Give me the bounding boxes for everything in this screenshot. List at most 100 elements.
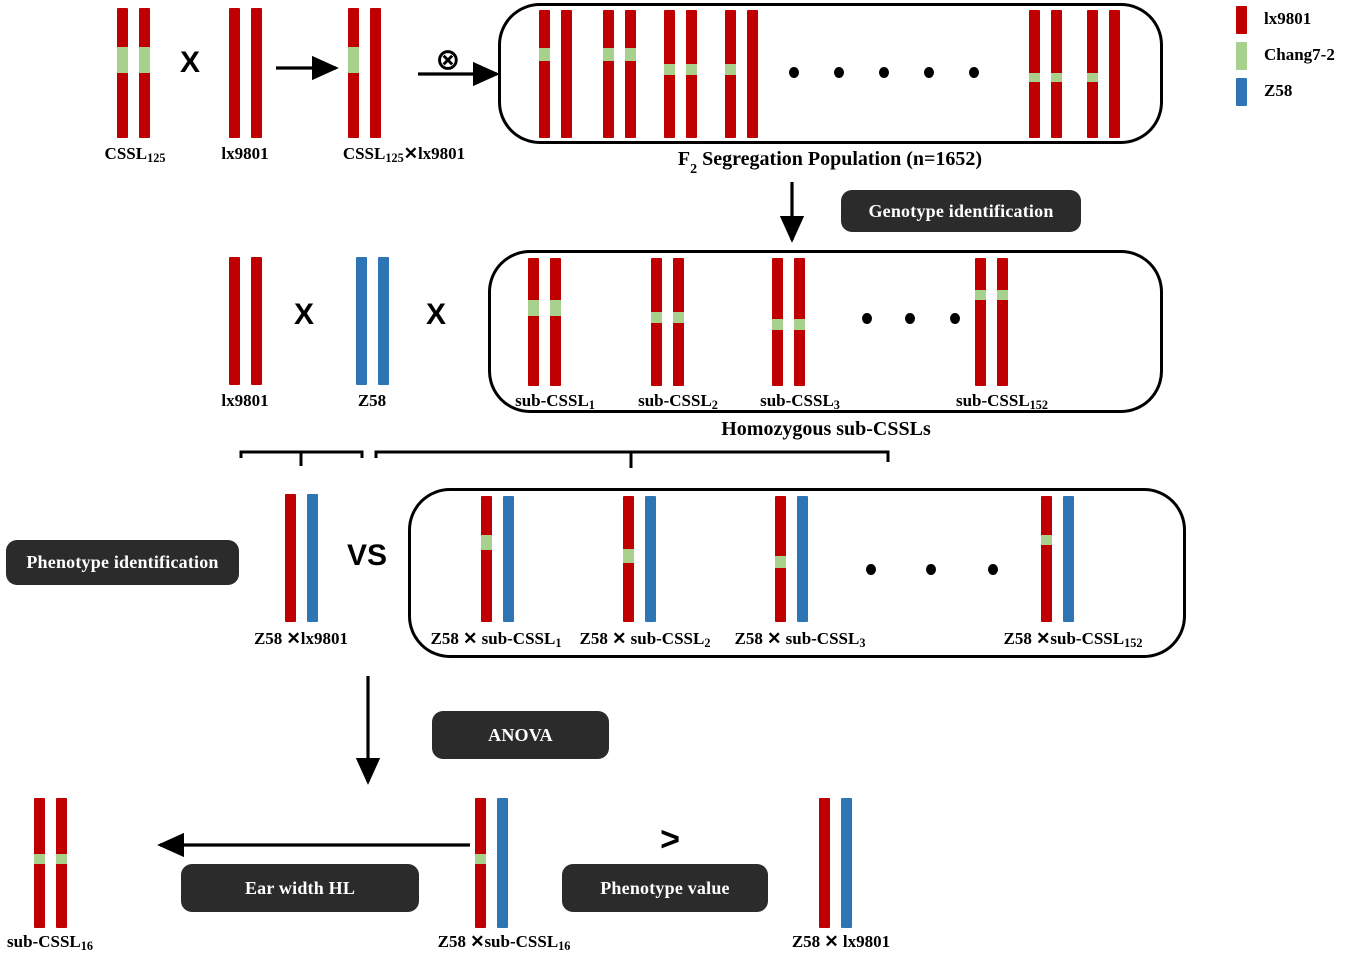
chromosome-z58-x-lx9801-row4 [818, 798, 852, 928]
f2-individual-4 [724, 10, 758, 138]
chromatid-lx9801 [996, 258, 1008, 386]
brace-hybrids [374, 450, 890, 468]
chromatid-lx9801 [624, 10, 636, 138]
label-hybrid-1: Z58 ✕ sub-CSSL1 [430, 629, 562, 650]
introgression-band-chang7-2 [793, 319, 805, 330]
introgression-band-chang7-2 [996, 290, 1008, 301]
introgression-band-chang7-2 [771, 319, 783, 330]
chromatid-z58 [355, 257, 367, 385]
chromatid-lx9801 [138, 8, 150, 138]
brace-control [239, 450, 364, 466]
chromatid-lx9801 [1108, 10, 1120, 138]
subcssl-1 [527, 258, 561, 386]
legend-label: Chang7-2 [1264, 45, 1335, 64]
chromatid-lx9801 [250, 8, 262, 138]
cross-symbol-2: X [293, 298, 315, 331]
introgression-band-chang7-2 [650, 311, 662, 324]
chromatid-lx9801 [480, 496, 492, 622]
subcssl-dot-2 [905, 313, 915, 324]
pill-label: ANOVA [488, 724, 553, 745]
pill-label: Phenotype value [600, 877, 730, 898]
chromatid-lx9801 [1086, 10, 1098, 138]
label-hybrid-4: Z58 ✕sub-CSSL152 [1003, 629, 1143, 650]
hybrid-1 [480, 496, 514, 622]
introgression-band-chang7-2 [347, 47, 359, 73]
chromatid-z58 [840, 798, 852, 928]
label-hybrid-3: Z58 ✕ sub-CSSL3 [734, 629, 866, 650]
chromatid-lx9801 [55, 798, 67, 928]
pill-label: Genotype identification [868, 200, 1054, 221]
selfing-symbol: ⊗ [435, 42, 461, 78]
label-z58-row2: Z58 [357, 391, 387, 410]
pill-genotype-identification[interactable]: Genotype identification [841, 190, 1081, 232]
f2-population-box [498, 3, 1163, 144]
chromatid-lx9801 [527, 258, 539, 386]
chromatid-lx9801 [284, 494, 296, 622]
introgression-band-chang7-2 [33, 853, 45, 865]
chromatid-z58 [502, 496, 514, 622]
f2-individual-2 [602, 10, 636, 138]
introgression-band-chang7-2 [622, 548, 634, 563]
introgression-band-chang7-2 [602, 48, 614, 62]
pill-phenotype-identification[interactable]: Phenotype identification [6, 540, 239, 585]
introgression-band-chang7-2 [1050, 72, 1062, 82]
subcssl-3 [771, 258, 805, 386]
chromosome-subcssl16 [33, 798, 67, 928]
hybrid-dot-3 [988, 564, 998, 575]
label-hybrid-2: Z58 ✕ sub-CSSL2 [579, 629, 711, 650]
introgression-band-chang7-2 [774, 556, 786, 568]
f2-individual-5 [1028, 10, 1062, 138]
hybrid-4 [1040, 496, 1074, 622]
legend-label: lx9801 [1264, 9, 1312, 28]
chromatid-lx9801 [250, 257, 262, 385]
subcssl-dot-1 [862, 313, 872, 324]
chromatid-z58 [306, 494, 318, 622]
label-z58-x-lx9801-row3: Z58 ✕lx9801 [253, 629, 349, 648]
cross-symbol-1: X [179, 46, 201, 79]
chromatid-lx9801 [793, 258, 805, 386]
label-z58-x-lx9801-row4: Z58 ✕ lx9801 [791, 932, 891, 951]
green-swatch [1236, 42, 1247, 70]
chromatid-lx9801 [771, 258, 783, 386]
f2-dot-1 [789, 67, 799, 78]
introgression-band-chang7-2 [527, 300, 539, 316]
label-subcssl-3: sub-CSSL3 [760, 391, 840, 412]
introgression-band-chang7-2 [624, 48, 636, 62]
pill-ear-width-hl[interactable]: Ear width HL [181, 864, 419, 912]
chromatid-lx9801 [818, 798, 830, 928]
hybrid-population-box [408, 488, 1186, 658]
introgression-band-chang7-2 [480, 535, 492, 551]
introgression-band-chang7-2 [663, 63, 675, 76]
subcssl-dot-3 [950, 313, 960, 324]
f2-individual-6 [1086, 10, 1120, 138]
chromatid-lx9801 [549, 258, 561, 386]
label-cssl125: CSSL125 [104, 144, 166, 165]
pill-anova[interactable]: ANOVA [432, 711, 609, 759]
label-subcssl-2: sub-CSSL2 [638, 391, 718, 412]
label-lx9801-row2: lx9801 [221, 391, 269, 410]
f2-dot-4 [924, 67, 934, 78]
label-subcssl16: sub-CSSL16 [7, 932, 93, 953]
chromatid-lx9801 [1028, 10, 1040, 138]
chromatid-lx9801 [474, 798, 486, 928]
introgression-band-chang7-2 [1028, 72, 1040, 82]
introgression-band-chang7-2 [55, 853, 67, 865]
chromatid-lx9801 [672, 258, 684, 386]
pill-phenotype-value[interactable]: Phenotype value [562, 864, 768, 912]
chromatid-lx9801 [33, 798, 45, 928]
chromosome-lx9801-row1 [228, 8, 262, 138]
f2-dot-2 [834, 67, 844, 78]
chromatid-lx9801 [622, 496, 634, 622]
chromatid-lx9801 [538, 10, 550, 138]
chromatid-lx9801 [685, 10, 697, 138]
introgression-band-chang7-2 [685, 63, 697, 76]
pill-label: Phenotype identification [26, 552, 219, 572]
chromatid-z58 [496, 798, 508, 928]
introgression-band-chang7-2 [538, 48, 550, 62]
chromatid-lx9801 [974, 258, 986, 386]
introgression-band-chang7-2 [549, 300, 561, 316]
f2-individual-1 [538, 10, 572, 138]
chromatid-z58 [644, 496, 656, 622]
introgression-band-chang7-2 [1040, 535, 1052, 546]
